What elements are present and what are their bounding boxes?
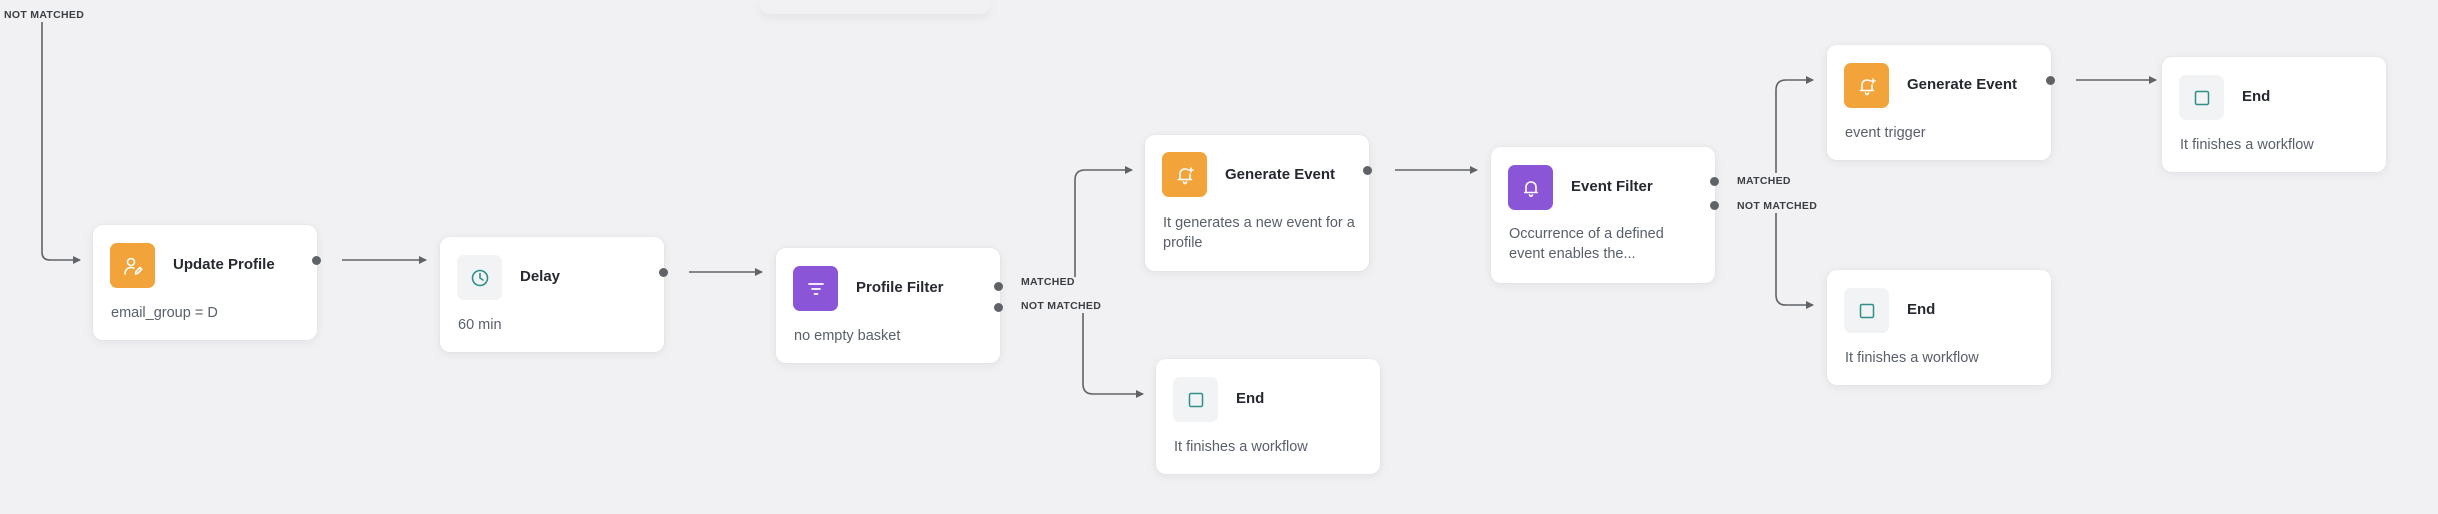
node-title: Event Filter [1571,178,1653,195]
node-description: It finishes a workflow [1174,439,1308,455]
node-description: It finishes a workflow [2180,137,2314,153]
node-generate-event[interactable]: Generate Event It generates a new event … [1145,135,1369,271]
connector-eventfilter-not-matched [1775,213,1814,309]
node-description: Occurrence of a defined event enables th… [1509,226,1664,262]
event-bell-icon [1844,63,1889,108]
output-port[interactable] [2046,76,2055,85]
clock-icon [457,255,502,300]
output-port-matched[interactable] [994,282,1003,291]
branch-label-matched: MATCHED [1021,276,1075,288]
branch-label-not-matched-top: NOT MATCHED [4,9,85,21]
node-title: Generate Event [1907,76,2018,93]
connector-eventfilter-matched [1775,76,1814,173]
node-description: email_group = D [111,305,218,321]
branch-label-matched: MATCHED [1737,175,1791,187]
user-edit-icon [110,243,155,288]
node-title: Update Profile [173,256,275,273]
node-title: End [2242,88,2271,105]
branch-label-not-matched: NOT MATCHED [1737,200,1818,212]
event-bell-icon [1162,152,1207,197]
square-icon [2179,75,2224,120]
output-port-matched[interactable] [1710,177,1719,186]
node-event-filter[interactable]: Event Filter Occurrence of a defined eve… [1491,147,1715,283]
node-description: 60 min [458,317,502,333]
node-description: no empty basket [794,328,901,344]
node-end[interactable]: End It finishes a workflow [2162,57,2386,172]
node-title: End [1236,390,1265,407]
node-end[interactable]: End It finishes a workflow [1827,270,2051,385]
output-port-not-matched[interactable] [1710,201,1719,210]
bell-icon [1508,165,1553,210]
node-update-profile[interactable]: Update Profile email_group = D [93,225,317,340]
offscreen-node-edge [760,0,990,14]
output-port[interactable] [1363,166,1372,175]
node-end[interactable]: End It finishes a workflow [1156,359,1380,474]
node-description: It generates a new event for a profile [1163,215,1355,251]
connector-filter-matched [1074,166,1133,277]
node-title: Profile Filter [856,279,944,296]
square-icon [1173,377,1218,422]
connector-filter-not-matched [1082,313,1144,398]
connector-entry [41,22,81,264]
node-generate-event-trigger[interactable]: Generate Event event trigger [1827,45,2051,160]
output-port-not-matched[interactable] [994,303,1003,312]
node-title: Delay [520,268,561,285]
output-port[interactable] [312,256,321,265]
branch-label-not-matched: NOT MATCHED [1021,300,1102,312]
node-delay[interactable]: Delay 60 min [440,237,664,352]
node-description: event trigger [1845,125,1926,141]
output-port[interactable] [659,268,668,277]
node-title: End [1907,301,1936,318]
node-title: Generate Event [1225,166,1336,183]
square-icon [1844,288,1889,333]
node-description: It finishes a workflow [1845,350,1979,366]
filter-icon [793,266,838,311]
node-profile-filter[interactable]: Profile Filter no empty basket [776,248,1000,363]
